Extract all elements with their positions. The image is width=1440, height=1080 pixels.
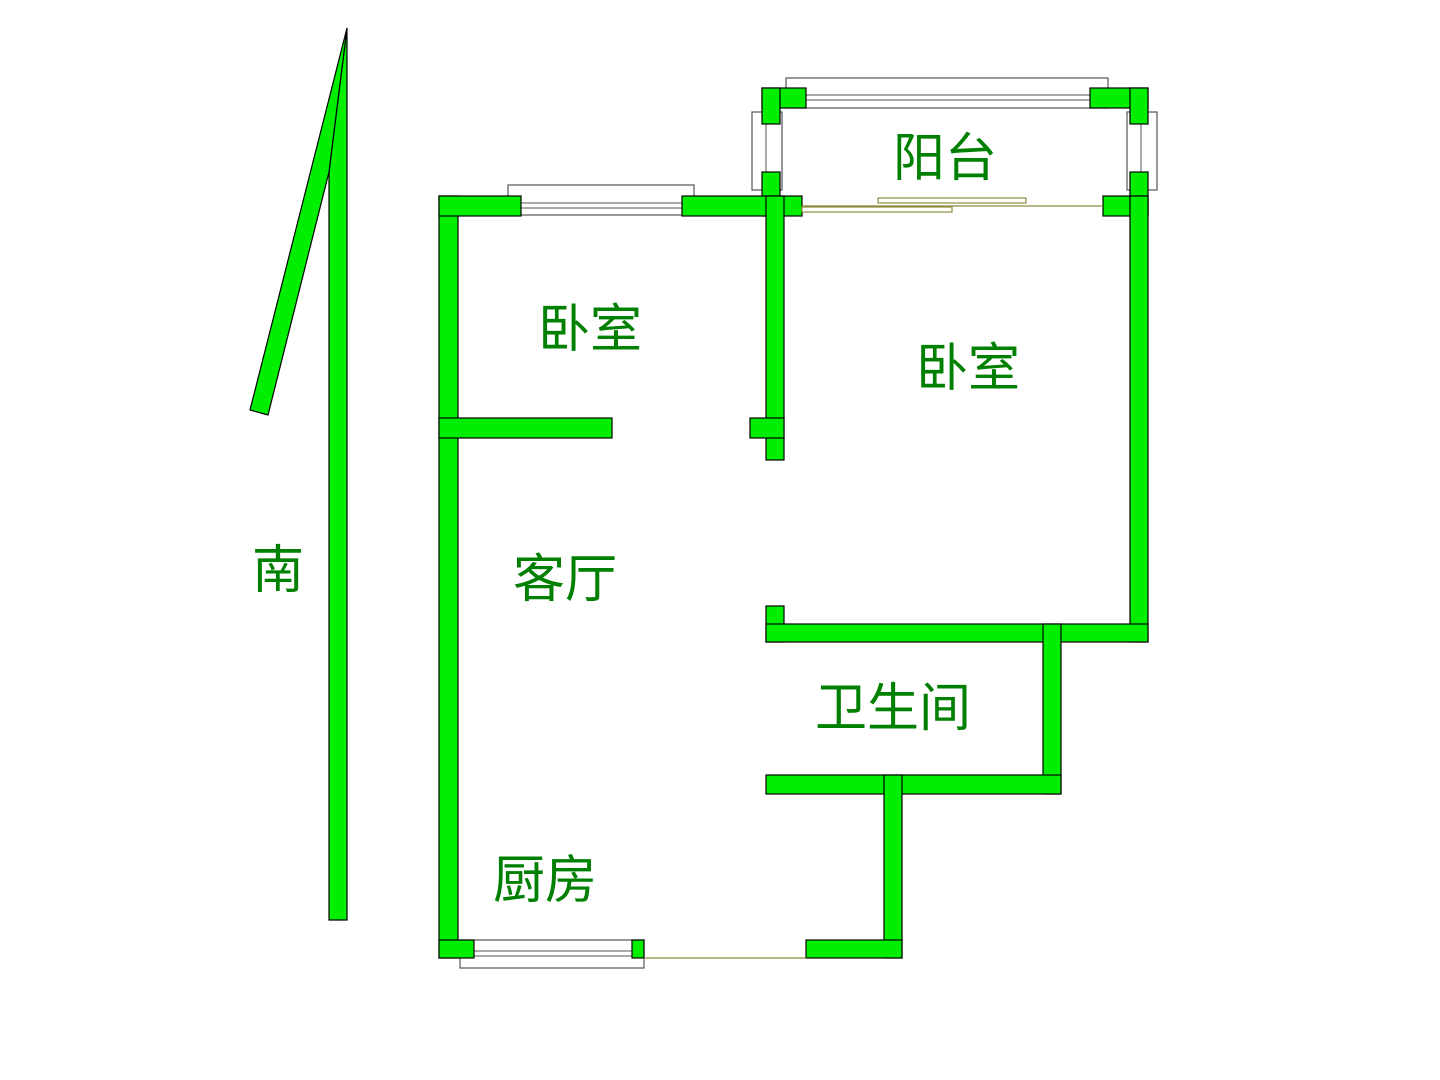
walls xyxy=(438,195,1149,959)
compass-shaft xyxy=(328,27,348,921)
room-label-living-room: 客厅 xyxy=(513,550,617,610)
room-label-bedroom-small: 卧室 xyxy=(538,300,642,360)
sliding-door-balcony xyxy=(801,197,1103,213)
compass-direction-label: 南 xyxy=(252,541,304,601)
room-label-kitchen: 厨房 xyxy=(493,851,597,911)
window-top-balcony xyxy=(785,77,1109,109)
window-top-bedroom xyxy=(507,184,695,216)
compass-barb xyxy=(249,27,348,416)
room-label-bathroom: 卫生间 xyxy=(815,679,971,739)
window-bottom-kitchen xyxy=(459,939,645,969)
room-label-balcony: 阳台 xyxy=(893,129,997,189)
compass-arrow xyxy=(249,27,348,921)
room-label-bedroom-large: 卧室 xyxy=(916,339,1020,399)
